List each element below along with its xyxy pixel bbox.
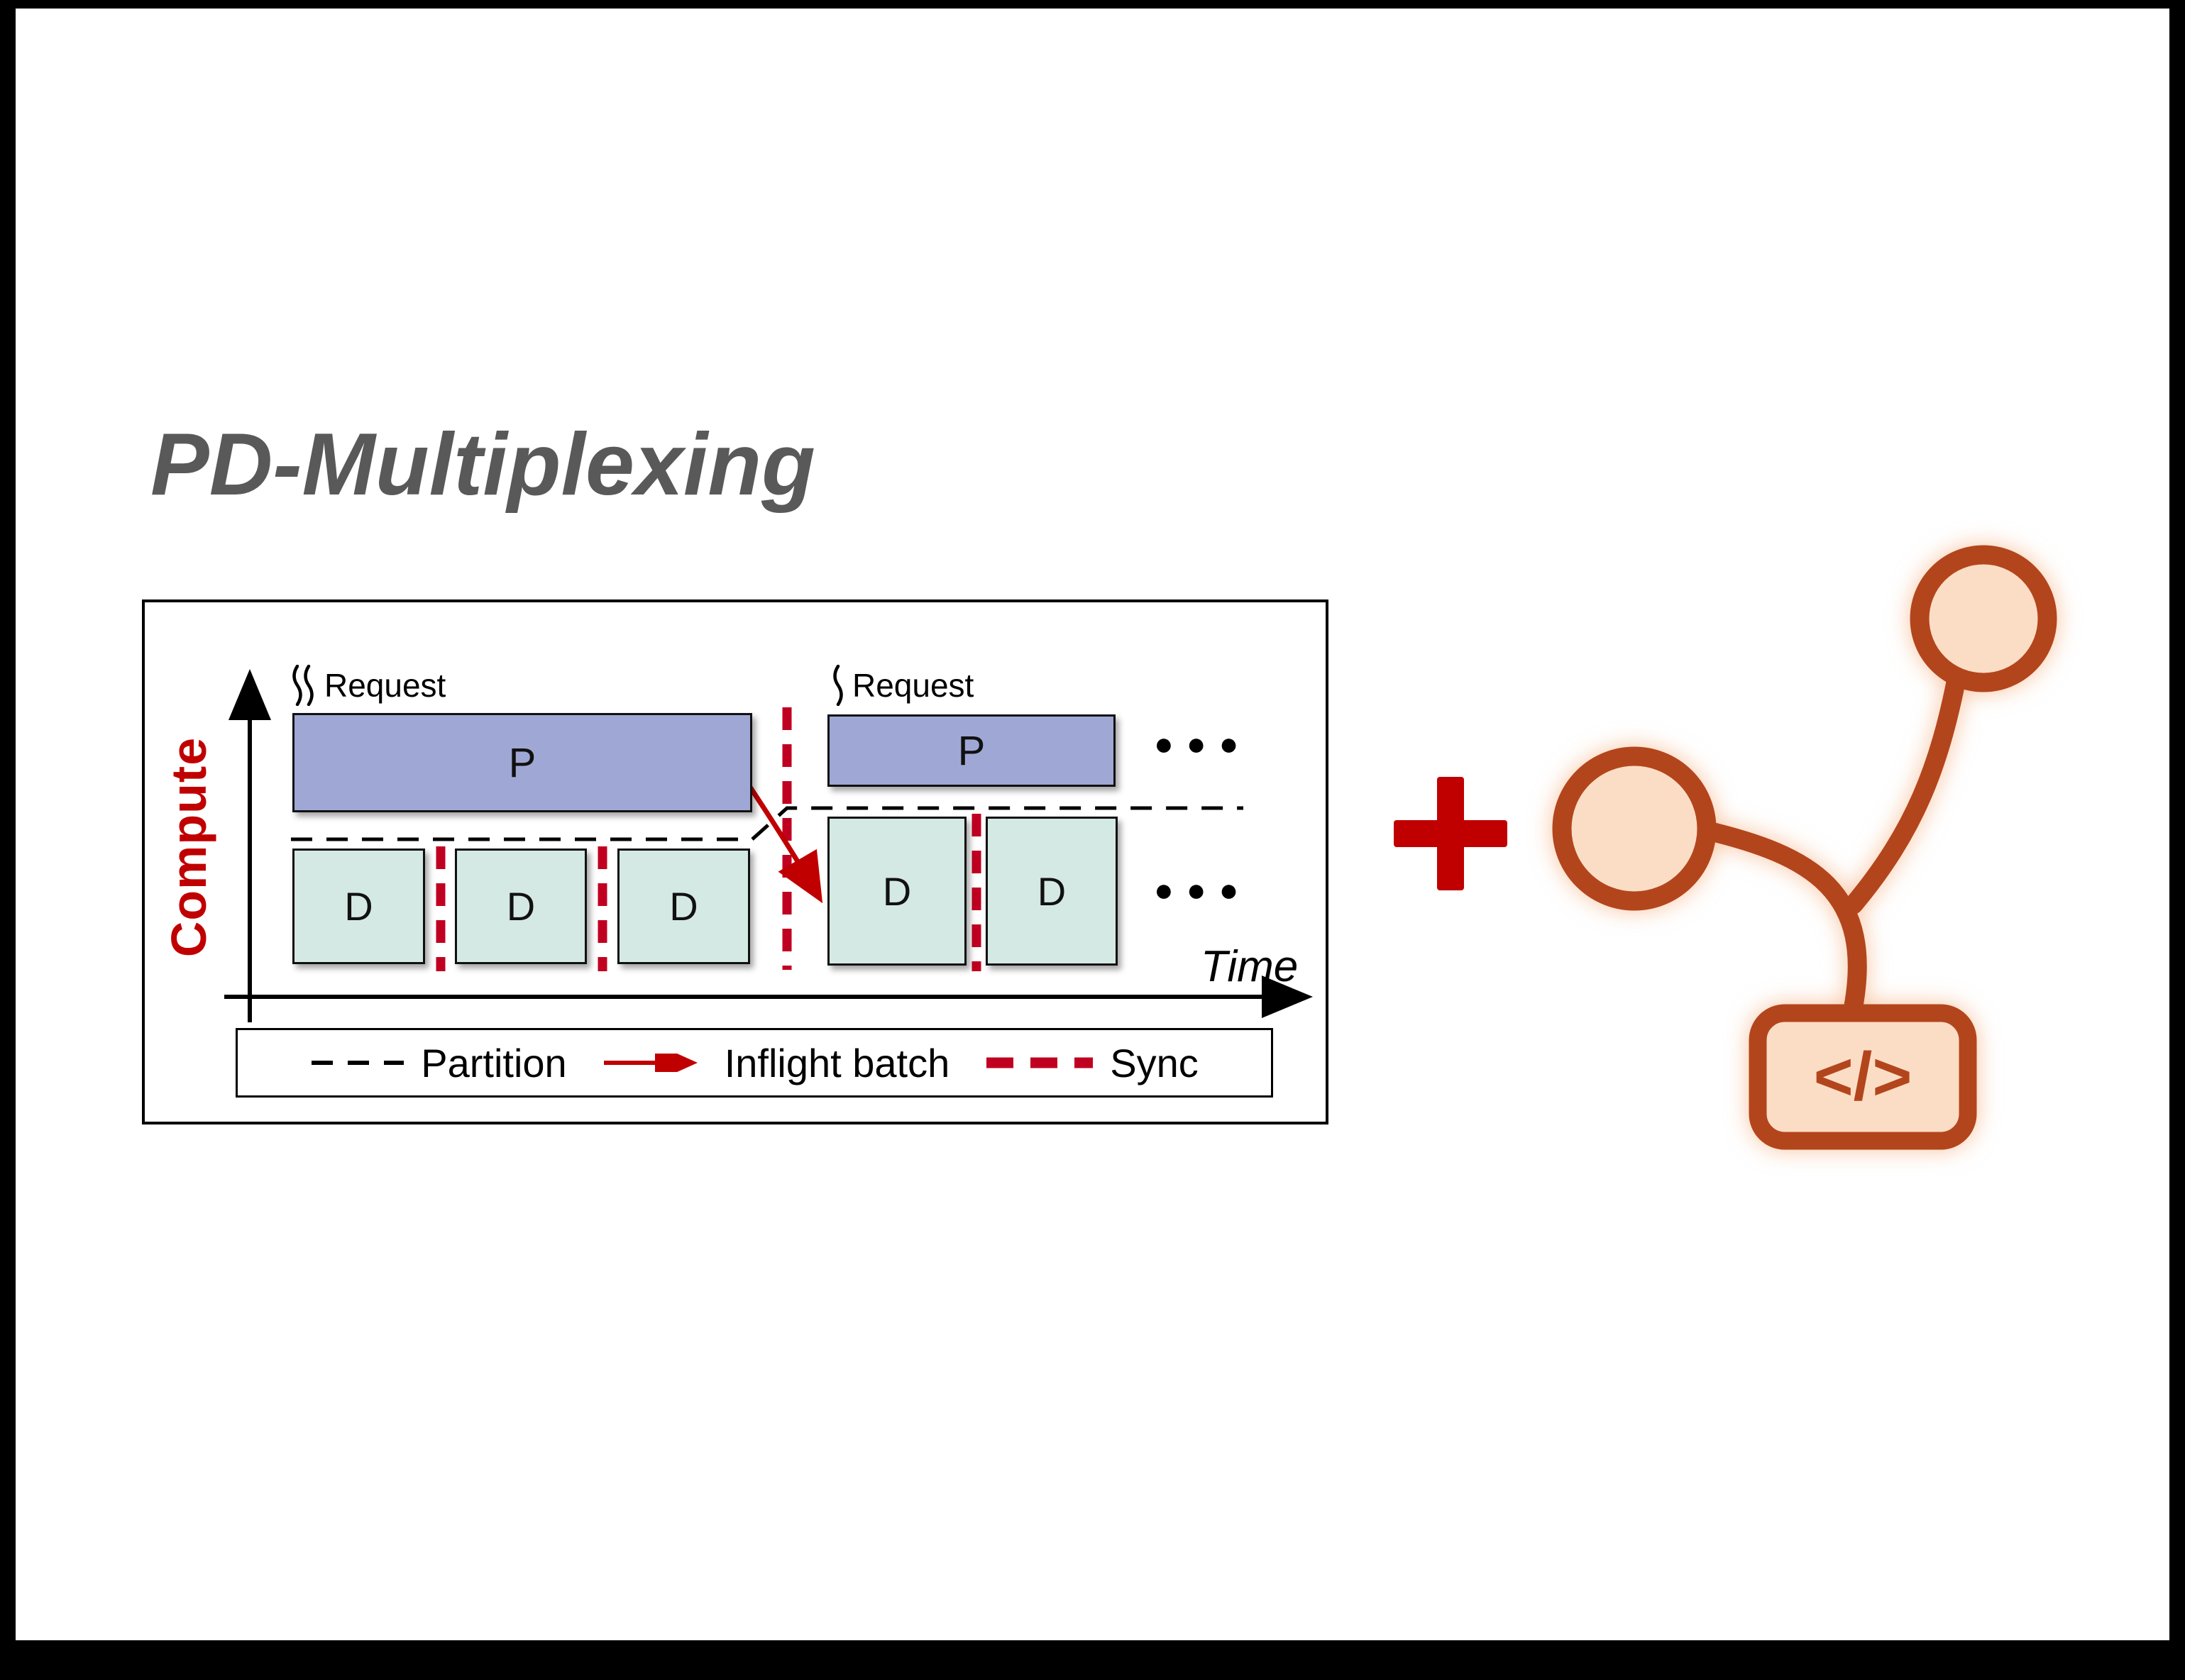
decode-box-2: D [455,849,587,964]
decode-box-3: D [617,849,750,964]
decode-label: D [506,884,536,929]
y-axis-label: Compute [161,736,216,958]
plus-icon [1394,777,1507,890]
decode-label: D [882,868,912,914]
decode-label: D [344,884,373,929]
code-glyph: </> [1814,1039,1912,1115]
connector-left-curve [1695,820,1867,1023]
legend: Partition Inflight batch Sync [236,1028,1273,1098]
prefill-box-1: P [292,713,752,812]
legend-item-partition: Partition [310,1040,567,1086]
inflight-arrow-sample-icon [603,1054,698,1072]
node-circle-top [1910,545,2057,692]
legend-item-sync: Sync [984,1040,1199,1086]
request-annotation-2: Request [830,665,974,706]
request-label: Request [324,667,446,704]
code-box [1749,1004,1977,1150]
prefill-box-2: P [827,714,1116,787]
prefill-label: P [508,739,536,786]
request-annotation-1: Request [290,665,446,706]
request-squiggle-icon [833,665,843,706]
partition-line-sample-icon [312,1061,404,1065]
legend-sync-label: Sync [1110,1040,1199,1085]
node-circle-left [1552,746,1717,911]
decode-label: D [669,884,698,929]
ellipsis-bottom: ●●● [1154,871,1252,908]
sync-line-sample-icon [986,1057,1094,1068]
x-axis-label: Time [1201,942,1299,991]
partition-line [291,806,1243,841]
agent-graph-icon: </> [1552,545,2057,1150]
legend-item-inflight: Inflight batch [601,1040,950,1086]
request-squiggle-icon [292,665,314,706]
request-label: Request [852,667,974,704]
prefill-label: P [957,727,986,774]
page-title: PD-Multiplexing [150,416,815,514]
decode-box-4: D [827,817,967,966]
legend-inflight-label: Inflight batch [724,1040,950,1085]
slide-canvas: PD-Multiplexing [16,9,2169,1640]
connector-top-curve [1844,665,1967,914]
pd-multiplexing-figure: Compute Request Request P P D D D [142,599,1328,1124]
decode-box-5: D [986,817,1118,966]
decode-label: D [1037,868,1067,914]
decode-box-1: D [292,849,425,964]
legend-partition-label: Partition [421,1040,567,1085]
ellipsis-top: ●●● [1154,725,1252,762]
